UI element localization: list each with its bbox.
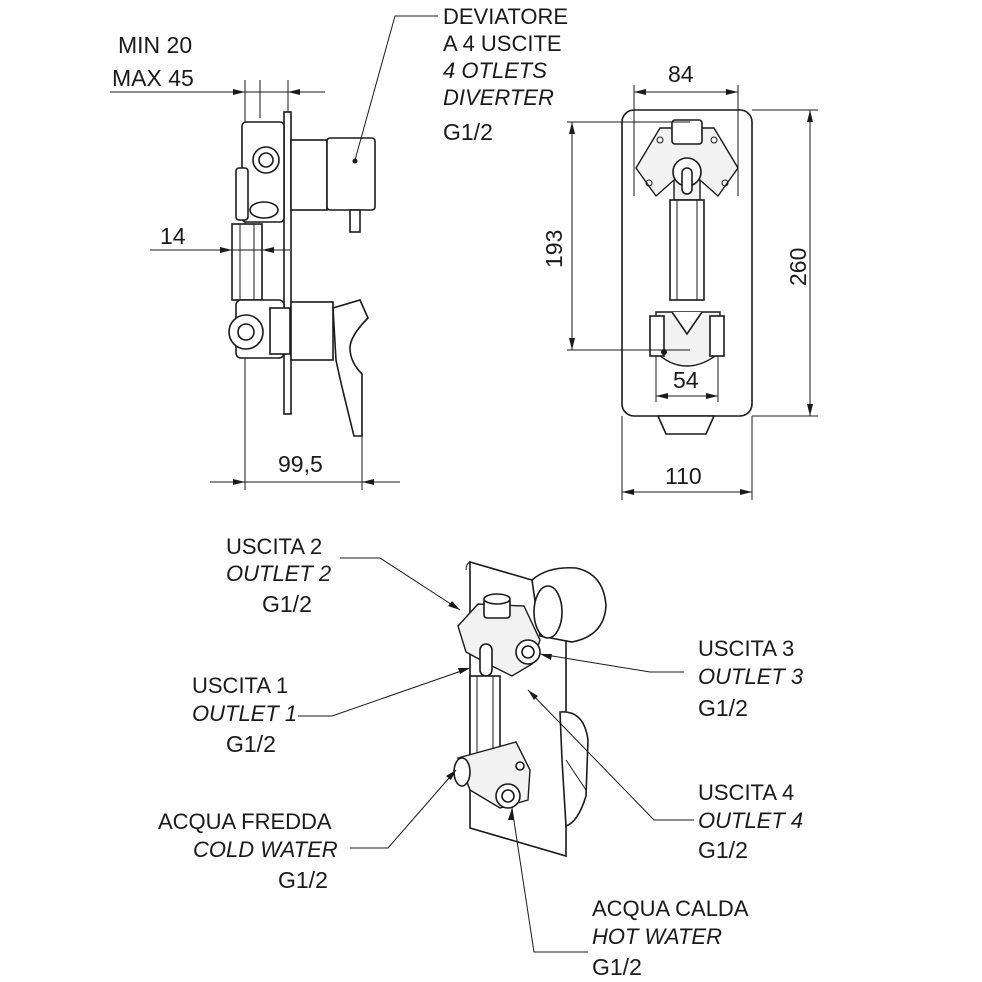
diverter-note-line4: DIVERTER	[443, 85, 554, 110]
outlet3-thread: G1/2	[698, 695, 748, 721]
diverter-note-line3: 4 OTLETS	[443, 58, 547, 83]
dim-top-width-label: 84	[668, 61, 694, 87]
hot-inlet-front	[709, 315, 725, 357]
outlet4-thread: G1/2	[698, 837, 748, 863]
mixer-collar	[269, 307, 291, 355]
outlet1-it: USCITA 1	[192, 673, 288, 698]
diverter-note-line2: A 4 USCITE	[443, 31, 562, 56]
pipe-front	[669, 199, 705, 301]
diverter-knob-face	[533, 585, 563, 639]
outlet3-it: USCITA 3	[698, 636, 794, 661]
dim-bottom-inner-label: 54	[673, 367, 699, 393]
diverter-marker	[352, 158, 358, 164]
diverter-slot-iso	[479, 643, 493, 677]
max-wall-label: MAX 45	[112, 65, 194, 91]
diverter-slot	[681, 167, 693, 195]
wall-dim-arrow-right	[288, 89, 300, 95]
min-wall-label: MIN 20	[118, 32, 192, 58]
dim-height-total-label: 260	[785, 248, 811, 286]
outlet1-en: OUTLET 1	[192, 701, 297, 726]
front-view: 84 193 260	[541, 61, 818, 500]
cold-leader	[350, 769, 457, 849]
diverter-leader	[354, 15, 438, 161]
cold-inlet-front	[649, 315, 665, 357]
outlet2-thread: G1/2	[262, 591, 312, 617]
outlet4-en: OUTLET 4	[698, 808, 803, 833]
hot-it: ACQUA CALDA	[592, 896, 749, 921]
outlet3-leader	[539, 653, 684, 673]
dim-depth-label: 99,5	[278, 451, 323, 477]
lever-front	[656, 415, 716, 435]
dim-14-label: 14	[160, 223, 186, 249]
mixer-lever-side	[332, 299, 369, 437]
pipe-iso	[469, 675, 501, 757]
hot-thread: G1/2	[592, 954, 642, 980]
diverter-note-line1: DEVIATORE	[443, 4, 568, 29]
diverter-nut-side	[235, 167, 249, 221]
mixer-lever-iso	[559, 711, 589, 828]
outlet2-en: OUTLET 2	[226, 561, 331, 586]
diverter-knob	[326, 137, 376, 211]
mixer-sleeve	[290, 301, 334, 361]
side-view: MIN 20 MAX 45 14	[110, 15, 438, 490]
diverter-top-nut	[671, 119, 703, 145]
inlet-port-inner	[237, 323, 255, 341]
iso-view: USCITA 2 OUTLET 2 G1/2 USCITA 1 OUTLET 1…	[158, 534, 804, 980]
outlet3-en: OUTLET 3	[698, 664, 804, 689]
cold-inlet-iso	[453, 757, 471, 787]
diverter-note: DEVIATORE A 4 USCITE 4 OTLETS DIVERTER G…	[443, 4, 568, 145]
dim-width-total-label: 110	[665, 463, 702, 489]
diverter-stem	[349, 209, 361, 233]
outlet-port-inner	[258, 152, 274, 168]
diverter-note-thread: G1/2	[443, 119, 493, 145]
outlet2-leader	[340, 557, 461, 611]
cold-en: COLD WATER	[193, 837, 338, 862]
hot-leader	[511, 807, 588, 953]
cold-it: ACQUA FREDDA	[158, 809, 332, 834]
outlet1-thread: G1/2	[226, 731, 276, 757]
outlet-port-lower	[249, 201, 279, 219]
hot-en: HOT WATER	[592, 924, 722, 949]
diverter-knob-base	[290, 139, 328, 211]
wall-dim-arrow-left	[233, 89, 245, 95]
outlet4-leader	[527, 689, 694, 821]
outlet2-it: USCITA 2	[226, 534, 322, 559]
outlet4-it: USCITA 4	[698, 780, 794, 805]
outlet1-leader	[298, 667, 471, 717]
cold-thread: G1/2	[278, 867, 328, 893]
cover-plate-side	[283, 111, 292, 415]
dim-height-inner-label: 193	[541, 230, 567, 268]
pipe-side	[231, 223, 263, 301]
